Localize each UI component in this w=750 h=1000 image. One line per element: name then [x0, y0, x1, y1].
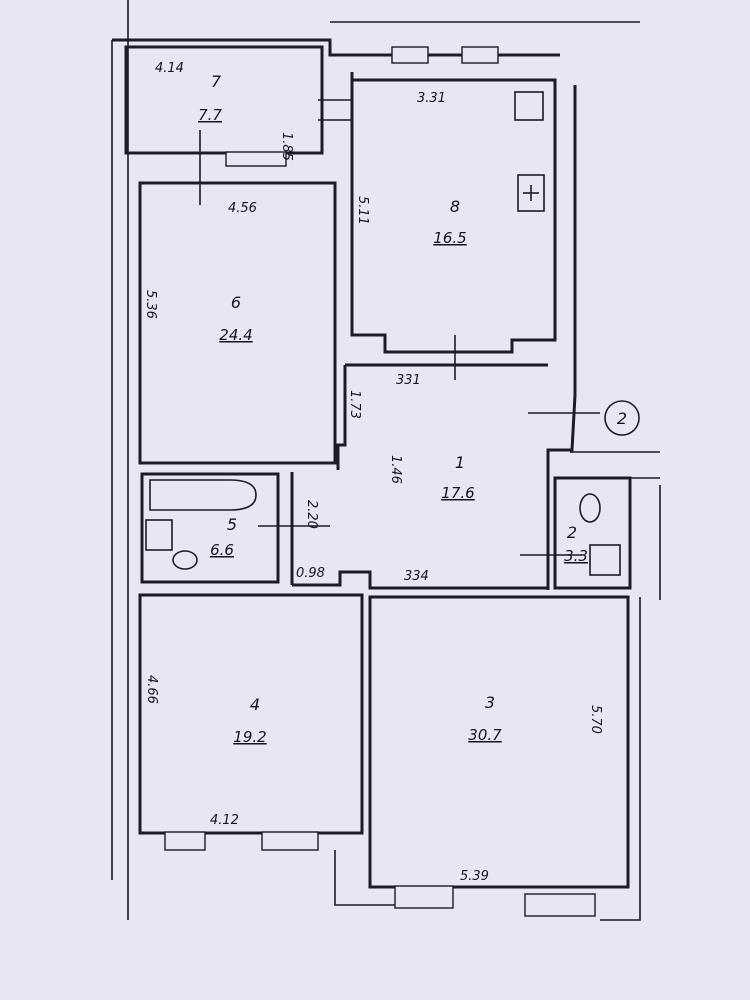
dimension-label: 0.98 [296, 566, 325, 581]
fixture-box [145, 519, 173, 551]
room-4-area: 19.2 [233, 728, 266, 746]
window [394, 885, 454, 909]
dimension-label: 1.73 [347, 390, 362, 419]
room-1-area: 17.6 [441, 484, 474, 502]
dimension-label: 4.56 [228, 201, 257, 216]
dimension-label: 4.66 [144, 675, 159, 704]
dimension-label: 5.11 [355, 196, 370, 225]
room-5-walls [140, 472, 280, 584]
hall-bottom-wall [292, 570, 548, 590]
window [391, 46, 429, 64]
room-6-number: 6 [231, 293, 241, 312]
dimension-label: 4.14 [155, 61, 184, 76]
room-6-walls [138, 181, 337, 465]
window [225, 151, 287, 167]
toilet-fixture [579, 493, 601, 523]
window [164, 831, 206, 851]
room-5-area: 6.6 [210, 541, 234, 559]
room-1-number: 1 [455, 453, 465, 472]
dimension-label: 334 [404, 569, 429, 584]
room-3-area: 30.7 [468, 726, 502, 744]
dimension-label: 1.85 [279, 132, 294, 161]
room-3-number: 3 [485, 693, 495, 712]
room-6-area: 24.4 [219, 326, 252, 344]
section-marker-circle [604, 400, 640, 436]
room-4-number: 4 [250, 695, 260, 714]
outer-wall-line [600, 597, 641, 921]
room-5-number: 5 [227, 515, 237, 534]
dimension-label: 5.39 [460, 869, 489, 884]
room-2-walls [553, 476, 632, 590]
toilet-fixture [172, 550, 198, 570]
dimension-label: 331 [396, 373, 421, 388]
stove-fixture [517, 174, 545, 212]
outer-wall-line [334, 850, 395, 906]
window [261, 831, 319, 851]
dimension-label: 5.36 [143, 290, 158, 319]
right-wall [546, 85, 577, 590]
room-7-area: 7.7 [198, 106, 222, 124]
room-8-number: 8 [450, 197, 460, 216]
dimension-label: 3.31 [417, 91, 446, 106]
section-marker-label: 2 [617, 409, 627, 428]
room-2-number: 2 [567, 523, 577, 542]
sink-fixture [514, 91, 544, 121]
room-8-area: 16.5 [433, 229, 466, 247]
sink-fixture [589, 544, 621, 576]
bathtub-fixture [149, 479, 257, 511]
room-3-walls [368, 595, 630, 889]
dimension-label: 4.12 [210, 813, 239, 828]
dimension-label: 2.20 [304, 500, 319, 529]
dimension-label: 1.46 [388, 455, 403, 484]
hall-wall [336, 365, 347, 470]
room-2-area: 3.3 [564, 547, 588, 565]
top-wall [112, 38, 560, 57]
window [524, 893, 596, 917]
room-4-walls [138, 593, 364, 835]
room-7-number: 7 [211, 72, 222, 91]
room-8-walls [350, 72, 557, 354]
window [461, 46, 499, 64]
dimension-label: 5.70 [588, 705, 603, 734]
